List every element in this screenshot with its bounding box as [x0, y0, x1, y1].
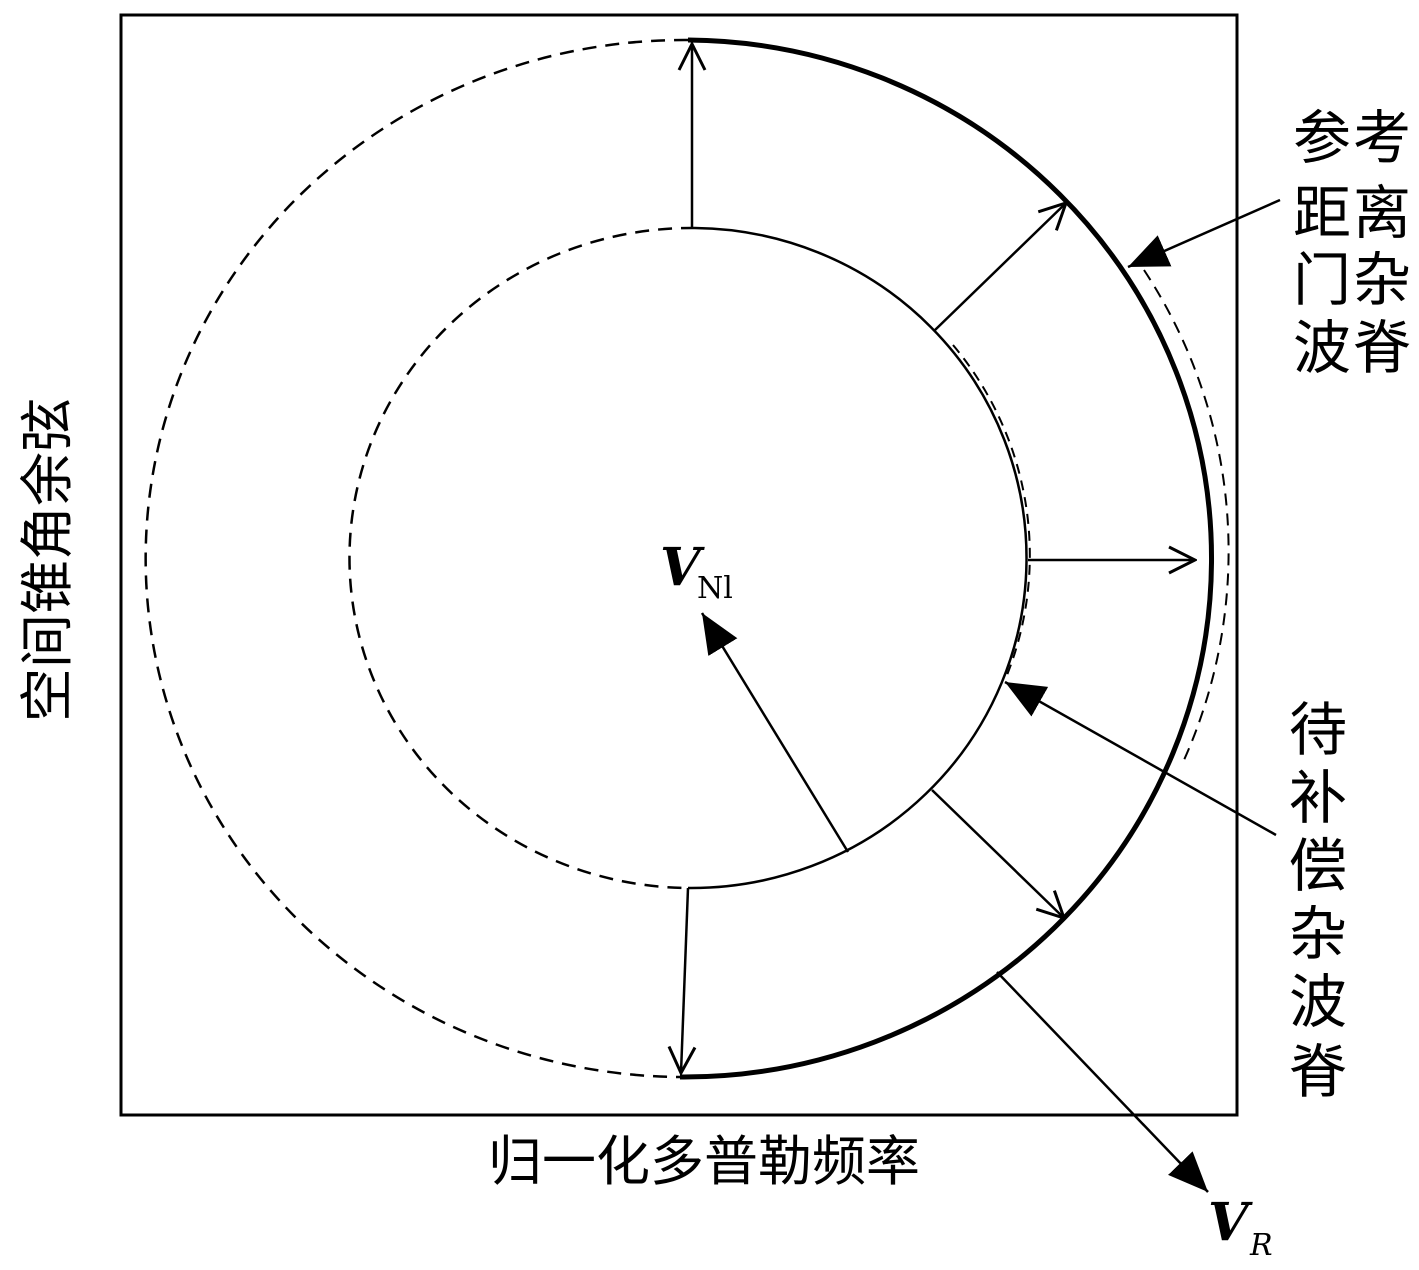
- comp-ridge-label: 待 补 偿 杂 波 脊: [1289, 696, 1347, 1106]
- vn-label: V Nl: [660, 537, 733, 606]
- svg-text:波: 波: [1289, 968, 1347, 1036]
- svg-text:杂: 杂: [1353, 246, 1411, 314]
- svg-text:波: 波: [1293, 314, 1351, 382]
- comp-arrow-upper-right: [934, 203, 1066, 331]
- svg-text:参: 参: [1293, 104, 1351, 172]
- vr-vector-arrow: [996, 971, 1209, 1193]
- svg-text:待: 待: [1289, 696, 1347, 764]
- outer-offset-dashed-arc: [1143, 269, 1230, 761]
- inner-dashed-arc: [348, 226, 696, 890]
- svg-text:V: V: [660, 537, 705, 598]
- comp-arrow-lower-right: [931, 789, 1064, 918]
- vr-label: V R: [1208, 1192, 1273, 1263]
- svg-text:V: V: [1208, 1192, 1253, 1253]
- svg-text:门: 门: [1293, 246, 1351, 314]
- x-axis-label: 归一化多普勒频率: [488, 1130, 920, 1193]
- svg-text:Nl: Nl: [697, 571, 733, 606]
- inner-solid-arc: [687, 226, 1028, 890]
- svg-text:杂: 杂: [1289, 900, 1347, 968]
- svg-text:脊: 脊: [1289, 1038, 1347, 1106]
- inner-offset-dashed-arc: [952, 344, 1031, 681]
- y-axis-label: 空间锥角余弦: [16, 398, 79, 722]
- svg-text:离: 离: [1353, 179, 1411, 247]
- svg-text:补: 补: [1289, 764, 1347, 832]
- svg-text:R: R: [1249, 1228, 1273, 1263]
- plot-frame: [119, 13, 1239, 1117]
- svg-text:距: 距: [1293, 179, 1351, 247]
- outer-dashed-arc: [144, 38, 689, 1079]
- comp-ridge-pointer: [1004, 680, 1277, 837]
- outer-thick-arc: [679, 37, 1214, 1080]
- svg-text:脊: 脊: [1353, 314, 1411, 382]
- ref-ridge-label: 参 考 距 离 门 杂 波 脊: [1293, 104, 1411, 382]
- ref-ridge-pointer: [1127, 198, 1281, 269]
- comp-arrow-bottom: [681, 887, 688, 1073]
- svg-text:考: 考: [1353, 104, 1411, 172]
- svg-text:偿: 偿: [1289, 832, 1347, 900]
- vn-vector-arrow: [700, 612, 850, 853]
